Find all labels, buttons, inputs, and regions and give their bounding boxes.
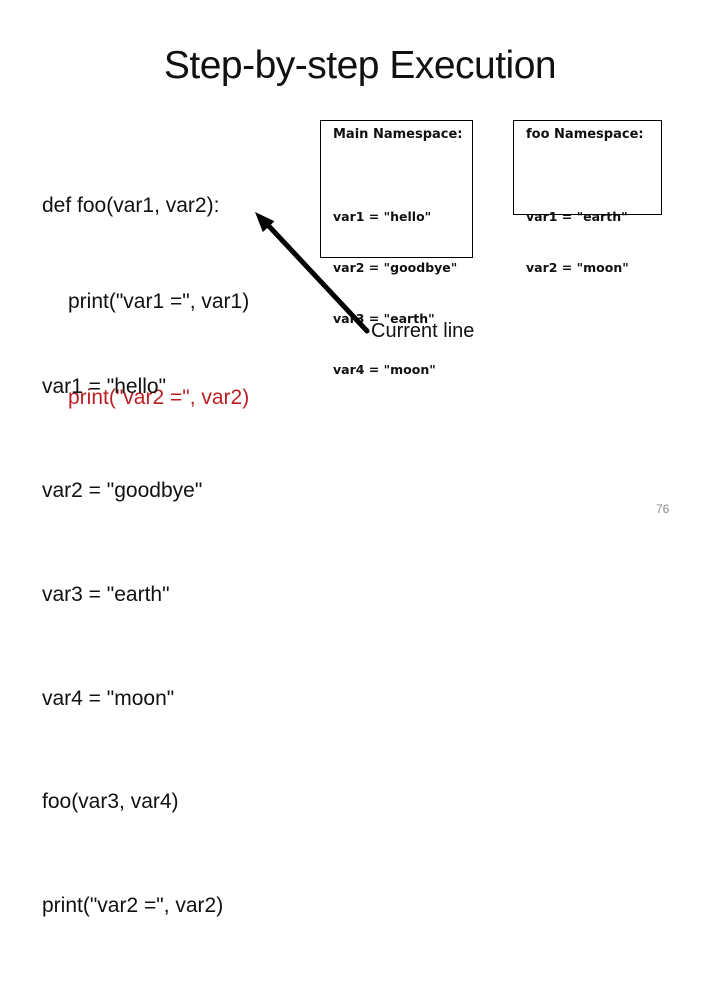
code-line-print-var2-current: print("var2 =", var2) — [68, 386, 250, 409]
namespace-var: var2 = "moon" — [526, 260, 629, 275]
code-line-print-var2: print("var2 =", var2) — [42, 894, 224, 918]
foo-namespace-vars: var1 = "earth" var2 = "moon" — [526, 174, 653, 310]
code-block-function-def: def foo(var1, var2): print("var1 =", var… — [42, 126, 249, 478]
code-line-var3: var3 = "earth" — [42, 582, 170, 606]
main-namespace-box: Main Namespace: var1 = "hello" var2 = "g… — [320, 120, 473, 377]
page-number: 76 — [656, 502, 670, 516]
slide: Step-by-step Execution def foo(var1, var… — [42, 44, 670, 917]
code-line-foo-call: foo(var3, var4) — [42, 790, 179, 814]
namespace-var: var4 = "moon" — [333, 362, 436, 377]
code-line-var4: var4 = "moon" — [42, 686, 175, 710]
slide-title: Step-by-step Execution — [163, 44, 557, 87]
current-line-label: Current line — [371, 320, 475, 342]
code-line-def-foo: def foo(var1, var2): — [42, 194, 220, 217]
namespace-var: var1 = "earth" — [526, 209, 628, 224]
code-line-print-var1: print("var1 =", var1) — [68, 290, 250, 313]
main-namespace-title: Main Namespace: — [333, 127, 463, 142]
code-block-main-program: var1 = "hello" var2 = "goodbye" var3 = "… — [42, 301, 223, 993]
namespace-var: var2 = "goodbye" — [333, 260, 458, 275]
foo-namespace-box: foo Namespace: var1 = "earth" var2 = "mo… — [513, 120, 662, 275]
code-line-var2: var2 = "goodbye" — [42, 478, 203, 502]
main-namespace-vars: var1 = "hello" var2 = "goodbye" var3 = "… — [333, 174, 464, 412]
foo-namespace-title: foo Namespace: — [526, 127, 644, 142]
code-line-var1: var1 = "hello" — [42, 375, 167, 399]
namespace-var: var1 = "hello" — [333, 209, 432, 224]
